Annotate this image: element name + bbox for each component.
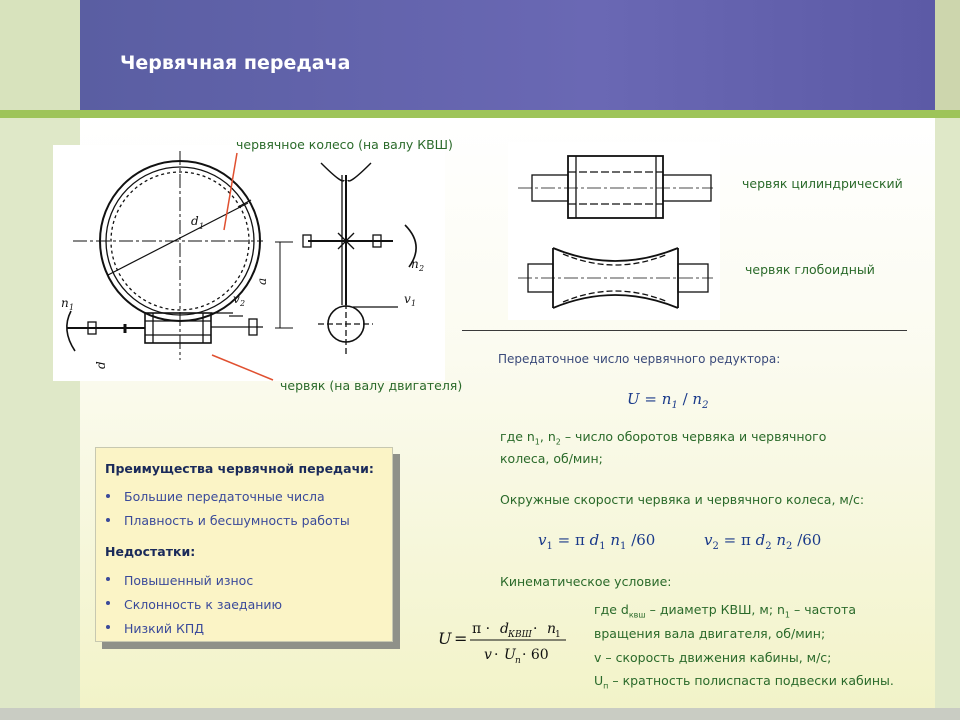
svg-text:1: 1: [199, 222, 204, 231]
svg-text:·: ·: [494, 647, 498, 663]
where-n-line1: где n1, n2 – число оборотов червяка и че…: [500, 429, 827, 447]
svg-text:U: U: [438, 629, 452, 648]
svg-text:π ·: π ·: [472, 621, 490, 637]
svg-text:1: 1: [555, 630, 561, 640]
where-d-line1: где dквш – диаметр КВШ, м; n1 – частота: [594, 602, 857, 620]
advantage-item: Большие передаточные числа: [124, 489, 325, 504]
ratio-formula: U = n1 / n2: [627, 390, 709, 411]
svg-text:v: v: [484, 647, 492, 663]
header-right-block: [935, 0, 960, 110]
right-margin: [935, 0, 960, 720]
svg-text:v: v: [233, 292, 240, 306]
worm-types-diagram: [518, 155, 713, 309]
advantages-box: Преимущества червячной передачи: Большие…: [95, 447, 393, 642]
label-worm-cylindrical: червяк цилиндрический: [742, 176, 903, 191]
worm-types-drawing: [508, 142, 720, 320]
svg-text:1: 1: [411, 299, 416, 308]
svg-text:2: 2: [239, 299, 245, 308]
disadvantage-item: Склонность к заеданию: [124, 597, 283, 612]
where-d-line3: v – скорость движения кабины, м/с;: [594, 650, 832, 665]
svg-text:1: 1: [69, 303, 74, 312]
bullet-icon: [106, 518, 110, 522]
speeds-title: Окружные скорости червяка и червячного к…: [500, 492, 865, 507]
where-d-line4: Uп – кратность полиспаста подвески кабин…: [594, 673, 894, 691]
svg-text:n: n: [515, 656, 521, 666]
svg-text:n: n: [547, 621, 556, 637]
label-worm-wheel: червячное колесо (на валу КВШ): [236, 137, 453, 152]
svg-text:d: d: [500, 621, 509, 637]
kinematic-title: Кинематическое условие:: [500, 574, 672, 589]
divider-line: [462, 330, 907, 331]
kinematic-formula: U = π · d КВШ · n 1 v · U n · 60: [436, 614, 586, 670]
label-worm: червяк (на валу двигателя): [280, 378, 463, 393]
kinematic-formula-graphic: U = π · d КВШ · n 1 v · U n · 60: [438, 621, 566, 666]
svg-text:=: =: [454, 629, 467, 648]
bullet-icon: [106, 577, 110, 581]
svg-text:d: d: [94, 361, 108, 369]
svg-text:a: a: [255, 278, 269, 285]
svg-text:n: n: [61, 296, 69, 310]
svg-text:2: 2: [418, 264, 424, 273]
ratio-title: Передаточное число червячного редуктора:: [498, 352, 781, 366]
where-d-line2: вращения вала двигателя, об/мин;: [594, 626, 826, 641]
bullet-icon: [106, 625, 110, 629]
svg-text:d: d: [191, 214, 199, 228]
svg-text:n: n: [411, 257, 419, 271]
label-worm-globoid: червяк глобоидный: [745, 262, 875, 277]
bullet-icon: [106, 601, 110, 605]
speed-formula-v1: v1 = π d1 n1 /60: [538, 531, 656, 552]
disadvantages-title: Недостатки:: [105, 544, 196, 559]
accent-line: [0, 110, 960, 118]
svg-text:U: U: [504, 647, 517, 663]
advantage-item: Плавность и бесшумность работы: [124, 513, 350, 528]
slide-title: Червячная передача: [120, 52, 351, 74]
header-left-block: [0, 0, 80, 110]
svg-text:v: v: [404, 292, 411, 306]
where-n-line2: колеса, об/мин;: [500, 451, 603, 466]
speed-formula-v2: v2 = π d2 n2 /60: [704, 531, 822, 552]
bullet-icon: [106, 494, 110, 498]
bottom-bar: [0, 708, 960, 720]
svg-text:· 60: · 60: [522, 647, 549, 663]
svg-text:КВШ: КВШ: [507, 630, 533, 640]
disadvantage-item: Повышенный износ: [124, 573, 254, 588]
disadvantage-item: Низкий КПД: [124, 621, 204, 636]
svg-text:·: ·: [533, 621, 537, 637]
advantages-title: Преимущества червячной передачи:: [105, 461, 374, 476]
header-band: [80, 0, 935, 110]
